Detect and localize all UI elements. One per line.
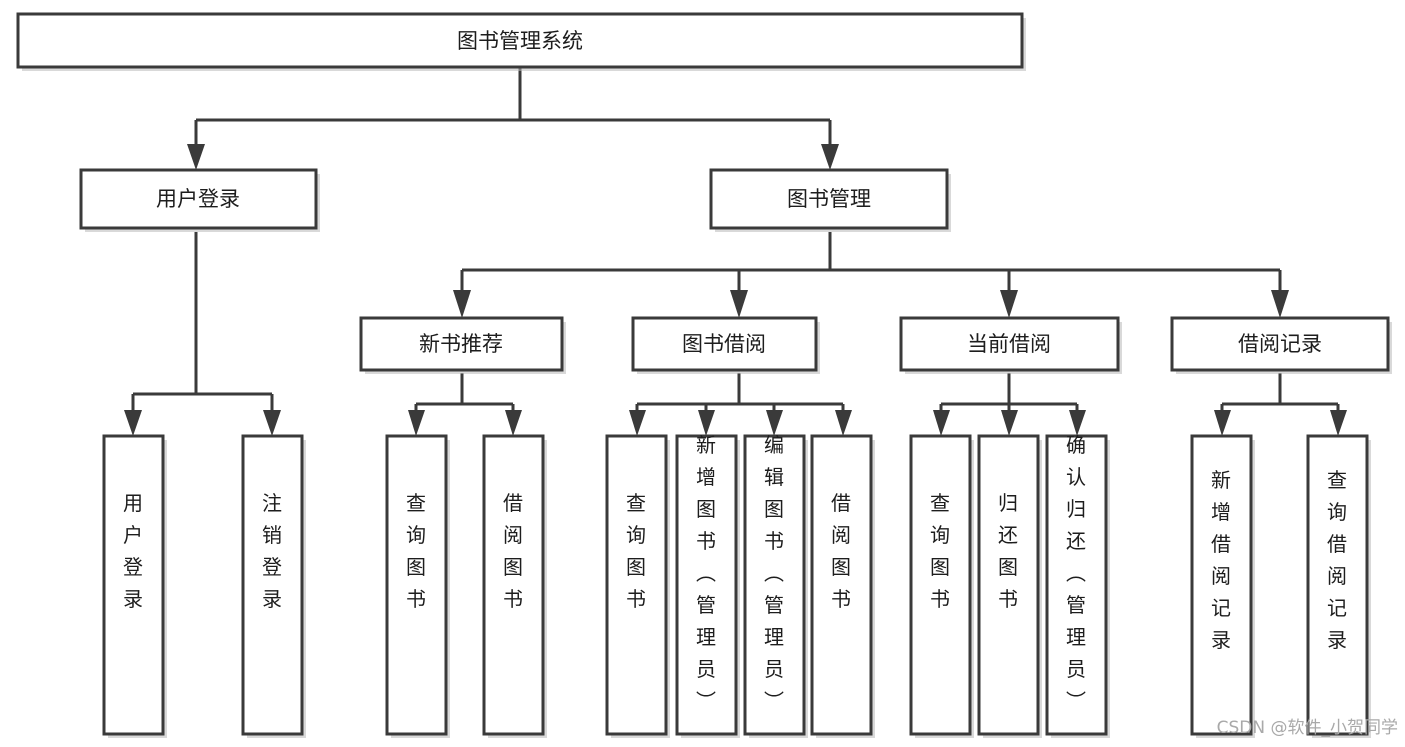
arrow-current-to-leaf-10: [1001, 410, 1018, 436]
node-leaf-13-label: 查询借阅记录: [1327, 468, 1347, 652]
node-root-label: 图书管理系统: [457, 29, 583, 53]
node-leaf-12-label: 新增借阅记录: [1211, 468, 1231, 652]
node-current-label: 当前借阅: [967, 332, 1051, 356]
edge-root-bus: [194, 67, 832, 156]
node-leaf-4-label: 借阅图书: [503, 491, 523, 611]
arrow-bookmgmt-to-current: [1000, 290, 1018, 318]
arrow-current-to-leaf-9: [933, 410, 950, 436]
csdn-watermark: CSDN @软件_小贺同学: [1217, 718, 1398, 738]
arrow-login-to-leaf-2: [263, 410, 281, 436]
node-current-box: [899, 316, 1120, 372]
node-leaf-10[interactable]: 归还图书: [977, 434, 1042, 738]
node-leaf-13[interactable]: 查询借阅记录: [1306, 434, 1371, 738]
arrow-borrow-to-leaf-5: [629, 410, 646, 436]
arrow-newbook-to-leaf-4: [505, 410, 522, 436]
node-current[interactable]: 当前借阅: [899, 316, 1122, 374]
arrow-root-to-bookmgmt: [821, 144, 839, 170]
node-newbook-label: 新书推荐: [419, 332, 503, 356]
arrow-borrow-to-leaf-6: [698, 410, 715, 436]
edge-records-bus: [1220, 373, 1340, 420]
node-newbook[interactable]: 新书推荐: [359, 316, 566, 374]
node-leaf-7-box: [743, 434, 806, 736]
node-leaf-5[interactable]: 查询图书: [605, 434, 670, 738]
node-leaf-11[interactable]: 确认归还︵管理员︶: [1045, 433, 1110, 738]
node-leaf-1[interactable]: 用户登录: [102, 434, 167, 738]
arrow-records-to-leaf-12: [1214, 410, 1231, 436]
node-leaf-5-box: [605, 434, 668, 736]
connector-layer: [124, 67, 1347, 436]
node-bookmgmt-label: 图书管理: [787, 187, 871, 211]
node-login-box: [79, 168, 318, 230]
node-root-box: [16, 12, 1024, 69]
node-root[interactable]: 图书管理系统: [16, 12, 1026, 71]
node-leaf-2-box: [241, 434, 304, 736]
node-login-label: 用户登录: [156, 187, 240, 211]
node-leaf-6-box: [675, 434, 738, 736]
node-leaf-4[interactable]: 借阅图书: [482, 434, 547, 738]
node-leaf-4-box: [482, 434, 545, 736]
arrow-borrow-to-leaf-8: [835, 410, 852, 436]
node-leaf-11-label: 确认归还︵管理员︶: [1066, 433, 1086, 713]
node-leaf-3[interactable]: 查询图书: [385, 434, 450, 738]
node-leaf-9[interactable]: 查询图书: [909, 434, 974, 738]
arrow-current-to-leaf-11: [1069, 410, 1086, 436]
arrow-login-to-leaf-1: [124, 410, 142, 436]
node-leaf-9-box: [909, 434, 972, 736]
node-records-label: 借阅记录: [1238, 332, 1322, 356]
node-leaf-2-label: 注销登录: [262, 491, 282, 611]
arrow-borrow-to-leaf-7: [766, 410, 783, 436]
node-leaf-5-label: 查询图书: [626, 491, 646, 611]
edge-login-bus: [131, 232, 274, 422]
node-login[interactable]: 用户登录: [79, 168, 320, 232]
node-leaf-13-box: [1306, 434, 1369, 736]
node-records[interactable]: 借阅记录: [1170, 316, 1392, 374]
node-leaf-8[interactable]: 借阅图书: [810, 434, 875, 738]
node-leaf-11-box: [1045, 434, 1108, 736]
node-bookmgmt-box: [709, 168, 949, 230]
node-leaf-2[interactable]: 注销登录: [241, 434, 306, 738]
node-leaf-1-label: 用户登录: [123, 491, 143, 611]
node-borrow-box: [631, 316, 818, 372]
node-leaf-3-label: 查询图书: [406, 491, 426, 611]
node-leaf-8-label: 借阅图书: [831, 491, 851, 611]
arrow-root-to-login: [187, 144, 205, 170]
node-leaf-10-label: 归还图书: [998, 491, 1018, 611]
node-leaf-10-box: [977, 434, 1040, 736]
arrow-bookmgmt-to-newbook: [453, 290, 471, 318]
node-leaf-7-label: 编辑图书︵管理员︶: [764, 433, 784, 713]
node-leaf-9-label: 查询图书: [930, 491, 950, 611]
arrow-records-to-leaf-13: [1330, 410, 1347, 436]
node-bookmgmt[interactable]: 图书管理: [709, 168, 951, 232]
node-leaf-6[interactable]: 新增图书︵管理员︶: [675, 433, 740, 738]
node-records-box: [1170, 316, 1390, 372]
node-leaf-12[interactable]: 新增借阅记录: [1190, 434, 1255, 738]
edge-borrow-bus: [635, 373, 845, 420]
node-borrow[interactable]: 图书借阅: [631, 316, 820, 374]
node-leaf-3-box: [385, 434, 448, 736]
arrow-bookmgmt-to-records: [1271, 290, 1289, 318]
arrow-newbook-to-leaf-3: [408, 410, 425, 436]
node-leaf-6-label: 新增图书︵管理员︶: [696, 433, 716, 713]
node-leaf-12-box: [1190, 434, 1253, 736]
node-leaf-1-box: [102, 434, 165, 736]
arrow-bookmgmt-to-borrow: [730, 290, 748, 318]
node-leaf-8-box: [810, 434, 873, 736]
edge-bookmgmt-bus: [460, 232, 1282, 296]
edge-newbook-bus: [414, 373, 515, 420]
node-borrow-label: 图书借阅: [682, 332, 766, 356]
node-leaf-7[interactable]: 编辑图书︵管理员︶: [743, 433, 808, 738]
node-newbook-box: [359, 316, 564, 372]
